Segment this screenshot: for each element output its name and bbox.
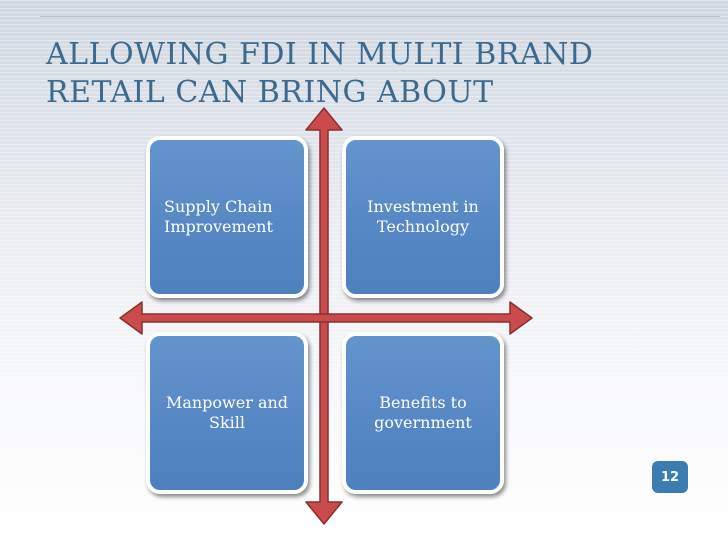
quadrant-label: Manpower and Skill (165, 393, 289, 432)
quadrant-top-right: Investment in Technology (342, 136, 504, 298)
quadrant-label: Supply Chain Improvement (164, 197, 273, 236)
quadrant-label: Investment in Technology (367, 197, 479, 236)
slide-title: ALLOWING FDI IN MULTI BRAND RETAIL CAN B… (46, 36, 686, 112)
quadrant-bottom-right: Benefits to government (342, 332, 504, 494)
horizontal-arrow (119, 301, 533, 335)
page-number: 12 (660, 469, 680, 485)
top-rule (40, 16, 720, 17)
quadrant-label: Benefits to government (374, 393, 472, 432)
quadrant-bottom-left: Manpower and Skill (146, 332, 308, 494)
title-line-2: RETAIL CAN BRING ABOUT (46, 75, 494, 110)
title-line-1: ALLOWING FDI IN MULTI BRAND (46, 37, 594, 72)
quadrant-top-left: Supply Chain Improvement (146, 136, 308, 298)
page-number-badge: 12 (652, 461, 688, 493)
